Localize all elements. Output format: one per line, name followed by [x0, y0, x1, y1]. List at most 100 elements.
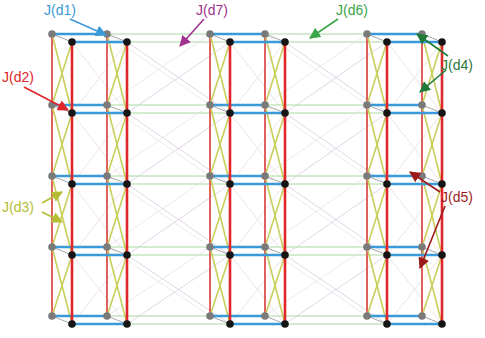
atom-dot — [123, 251, 131, 259]
bond-line — [441, 113, 444, 184]
bond-line — [72, 254, 127, 257]
bond-line — [230, 183, 285, 186]
bond-line — [126, 113, 129, 184]
bond-line — [209, 34, 211, 105]
atom-dot — [103, 172, 111, 180]
bond-line — [106, 34, 108, 105]
bond-line — [210, 315, 265, 317]
bond-line — [367, 104, 422, 106]
bond-line — [52, 105, 72, 184]
atom-dot — [103, 312, 111, 320]
bond-line — [265, 176, 285, 255]
bond-line — [107, 34, 210, 35]
atom-dot — [418, 312, 426, 320]
bond-line — [284, 113, 287, 184]
bond-line — [265, 316, 367, 317]
bond-line — [441, 255, 444, 324]
atom-dot — [363, 101, 371, 109]
atom-dot — [438, 180, 446, 188]
leader-arrow — [410, 172, 440, 192]
bond-line — [210, 104, 265, 106]
bond-line — [285, 113, 387, 114]
bond-line — [422, 176, 442, 255]
bond-line — [52, 176, 72, 255]
bond-line — [230, 254, 285, 257]
atom-dot — [383, 109, 391, 117]
coupling-label: J(d5) — [441, 190, 473, 204]
atom-dot — [383, 38, 391, 46]
coupling-label: J(d3) — [2, 200, 34, 214]
atom-dot — [68, 251, 76, 259]
atom-dot — [438, 320, 446, 328]
bond-line — [229, 255, 232, 324]
leader-arrow — [420, 206, 445, 268]
bond-line — [421, 247, 423, 316]
bond-line — [209, 176, 211, 247]
atom-dot — [226, 180, 234, 188]
bond-line — [51, 34, 53, 105]
leader-arrow — [310, 19, 338, 38]
bond-line — [51, 105, 53, 176]
atom-dot — [261, 312, 269, 320]
bond-line — [284, 42, 287, 113]
bond-line — [127, 255, 230, 256]
bond-line — [386, 113, 389, 184]
coupling-label: J(d2) — [2, 70, 34, 84]
bond-line — [386, 255, 389, 324]
bond-line — [229, 42, 232, 113]
bond-line — [285, 184, 387, 185]
atom-dot — [383, 251, 391, 259]
atom-dot — [206, 101, 214, 109]
atom-dot — [206, 312, 214, 320]
bond-line — [210, 246, 265, 248]
atom-dot — [123, 109, 131, 117]
leader-arrow — [42, 192, 62, 203]
bond-line — [264, 176, 266, 247]
leader-arrow — [417, 34, 448, 56]
atom-dot — [438, 38, 446, 46]
bond-line — [51, 247, 53, 316]
atom-dot — [438, 251, 446, 259]
atom-dot — [226, 38, 234, 46]
atom-dot — [68, 109, 76, 117]
atom-dot — [206, 243, 214, 251]
bond-line — [366, 34, 368, 105]
bond-line — [367, 176, 387, 255]
atom-dot — [281, 180, 289, 188]
bond-line — [126, 42, 129, 113]
bond-line — [72, 183, 127, 186]
atom-dot — [383, 320, 391, 328]
leader-arrow — [420, 70, 446, 92]
atom-dot — [68, 180, 76, 188]
atom-dot — [103, 101, 111, 109]
atom-dot — [281, 251, 289, 259]
bond-line — [422, 247, 442, 324]
bond-line — [366, 247, 368, 316]
atom-dot — [48, 243, 56, 251]
bond-line — [229, 184, 232, 255]
atom-dot — [261, 30, 269, 38]
bond-line — [107, 176, 127, 255]
bond-line — [210, 176, 230, 255]
bond-line — [52, 33, 107, 35]
bond-line — [210, 175, 265, 177]
atom-sites — [48, 30, 446, 328]
bond-line — [284, 184, 287, 255]
bond-line — [106, 247, 108, 316]
bond-line — [264, 105, 266, 176]
bond-line — [71, 42, 74, 113]
bond-line — [52, 315, 107, 317]
bond-line — [386, 42, 389, 113]
bond-line — [52, 247, 72, 324]
bond-line — [265, 247, 367, 248]
bond-line — [107, 316, 210, 317]
leader-arrow — [24, 87, 68, 110]
bond-line — [285, 324, 387, 325]
bond-line — [264, 247, 266, 316]
bond-line — [127, 42, 230, 43]
bond-line — [265, 105, 367, 106]
atom-dot — [363, 243, 371, 251]
atom-dot — [226, 109, 234, 117]
bond-line — [421, 176, 423, 247]
bond-line — [367, 105, 387, 184]
